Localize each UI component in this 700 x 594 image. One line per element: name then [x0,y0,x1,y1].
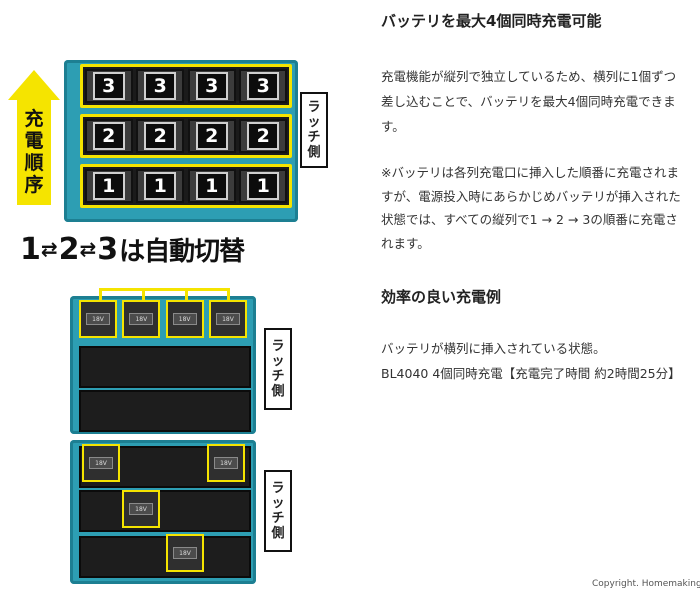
battery-cell: 1 [187,169,236,203]
slot-row [79,536,251,578]
battery-row-top: 18V 18V 18V 18V [79,300,247,338]
connector-line [185,288,188,300]
row-number: 3 [195,72,228,100]
battery-cell: 3 [239,69,288,103]
slot-row [79,490,251,532]
battery: 18V [79,300,117,338]
charge-order-char: 充 [24,108,44,130]
battery-cell: 3 [84,69,133,103]
slot-row-3: 3 3 3 3 [80,64,292,108]
slot-row-1: 1 1 1 1 [80,164,292,208]
latch-char: チ [271,369,285,384]
auto-switch-text: は自動切替 [119,236,245,267]
connector-line [99,288,230,291]
latch-char: ラ [271,339,285,354]
latch-char: 側 [271,526,285,541]
row-number: 2 [195,122,228,150]
body-line: バッテリが横列に挿入されている状態。 [381,341,606,356]
battery: 18V [208,300,247,338]
latch-char: ラ [271,481,285,496]
charge-order-char: 電 [24,130,44,152]
body-line: BL4040 4個同時充電【充電完了時間 約2時間25分】 [381,366,681,381]
battery-cell: 1 [239,169,288,203]
latch-side-label: ラ ッ チ 側 [264,470,292,552]
latch-side-label: ラ ッ チ 側 [264,328,292,410]
row-number: 3 [247,72,280,100]
battery-cell: 2 [84,119,133,153]
battery-label: 18V [89,457,113,469]
latch-char: チ [271,511,285,526]
row-number: 1 [92,172,125,200]
battery-cell: 1 [84,169,133,203]
auto-switch-caption: 1 ⇄ 2 ⇄ 3 は自動切替 [20,231,310,267]
switch-arrow-icon: ⇄ [79,237,97,261]
row-number: 3 [92,72,125,100]
battery: 18V [122,490,160,528]
battery-cell: 3 [187,69,236,103]
battery: 18V [165,300,204,338]
battery-label: 18V [215,313,240,325]
latch-side-label: ラ ッ チ 側 [300,92,328,168]
row-number: 2 [144,122,177,150]
slot-row-2: 2 2 2 2 [80,114,292,158]
empty-slot-row [79,346,251,388]
latch-char: 側 [307,145,321,160]
empty-slot-row [79,390,251,432]
battery: 18V [122,300,161,338]
battery-label: 18V [214,457,238,469]
latch-char: 側 [271,384,285,399]
battery-label: 18V [129,503,153,515]
battery-label: 18V [172,313,197,325]
section-heading-efficient-example: 効率の良い充電例 [381,288,502,306]
battery-cell: 2 [136,119,185,153]
row-number: 2 [247,122,280,150]
row-number: 3 [144,72,177,100]
battery-cell: 2 [187,119,236,153]
order-number: 3 [97,231,118,267]
latch-char: ラ [307,100,321,115]
section-heading-simultaneous-charge: バッテリを最大4個同時充電可能 [381,12,602,30]
section-note: ※バッテリは各列充電口に挿入した順番に充電されますが、電源投入時にあらかじめバッ… [381,165,681,251]
row-number: 1 [247,172,280,200]
charge-order-label: 充 電 順 序 [17,99,51,205]
battery-label: 18V [129,313,154,325]
order-number: 2 [58,231,80,267]
charge-order-char: 順 [24,152,44,174]
latch-char: チ [307,130,321,145]
row-number: 1 [195,172,228,200]
battery-cell: 2 [239,119,288,153]
section-body: 充電機能が縦列で独立しているため、横列に1個ずつ差し込むことで、バッテリを最大4… [381,69,677,134]
battery: 18V [82,444,120,482]
latch-char: ッ [307,115,321,130]
connector-line [99,288,102,300]
charge-order-arrow-icon [8,70,60,100]
connector-line [227,288,230,300]
battery: 18V [166,534,204,572]
order-number: 1 [20,231,41,267]
section-body: バッテリが横列に挿入されている状態。 BL4040 4個同時充電【充電完了時間 … [381,336,686,386]
row-number: 2 [92,122,125,150]
battery-cell: 3 [136,69,185,103]
latch-char: ッ [271,354,285,369]
charge-order-char: 序 [24,174,44,196]
battery-cell: 1 [136,169,185,203]
copyright-text: Copyright. Homemaking [592,579,700,589]
switch-arrow-icon: ⇄ [40,237,58,261]
connector-line [142,288,145,300]
latch-char: ッ [271,496,285,511]
battery: 18V [207,444,245,482]
row-number: 1 [144,172,177,200]
battery-label: 18V [173,547,197,559]
battery-label: 18V [86,313,110,325]
